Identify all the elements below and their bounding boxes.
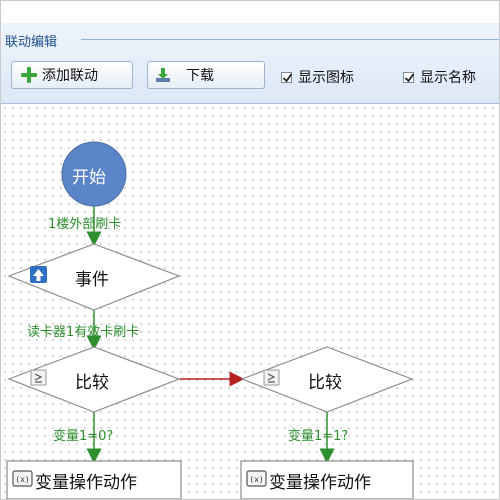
show-icons-label: 显示图标: [298, 70, 354, 86]
compare-node-left[interactable]: [7, 346, 181, 413]
start-node-label: 开始: [72, 168, 106, 188]
variable-action-icon: (x): [12, 470, 33, 487]
panel-title-divider: [81, 39, 499, 40]
show-names-label: 显示名称: [420, 70, 476, 86]
event-node[interactable]: [7, 243, 181, 311]
show-names-checkbox[interactable]: 显示名称: [403, 67, 476, 87]
start-node[interactable]: [61, 141, 127, 207]
event-node-label: 事件: [75, 270, 109, 290]
panel-title: 联动编辑: [5, 35, 58, 50]
variable-action-icon: (x): [246, 470, 267, 487]
show-icons-checkbox-box[interactable]: [281, 71, 293, 83]
linkage-edit-panel: 联动编辑 添加联动 下载 显示: [1, 23, 499, 104]
edge-label-compare-left-action: 变量1=0?: [53, 429, 114, 444]
action-left-label: 变量操作动作: [35, 473, 137, 493]
svg-text:(x): (x): [249, 475, 263, 484]
compare-right-label: 比较: [308, 373, 342, 393]
edge-label-start-event: 1楼外部刷卡: [48, 217, 122, 232]
action-right-label: 变量操作动作: [269, 473, 371, 493]
download-icon: [156, 68, 170, 82]
check-icon: [404, 72, 415, 82]
download-button[interactable]: 下载: [147, 61, 265, 89]
check-icon: [282, 72, 293, 82]
show-names-checkbox-box[interactable]: [403, 71, 415, 83]
add-linkage-button[interactable]: 添加联动: [11, 61, 133, 89]
top-strip: [1, 1, 499, 24]
compare-icon: [30, 369, 47, 386]
plus-icon: [20, 66, 38, 84]
svg-text:(x): (x): [15, 475, 29, 484]
add-linkage-label: 添加联动: [42, 68, 98, 84]
action-node-right[interactable]: [240, 460, 414, 499]
flow-diagram: (x) (x): [6, 141, 414, 499]
edge-label-compare-right-action: 变量1=1?: [288, 429, 349, 444]
compare-node-right[interactable]: [240, 346, 414, 413]
show-icons-checkbox[interactable]: 显示图标: [281, 67, 354, 87]
action-node-left[interactable]: [6, 460, 182, 499]
compare-icon: [263, 369, 280, 386]
event-trigger-icon: [30, 266, 47, 283]
compare-left-label: 比较: [75, 373, 109, 393]
download-label: 下载: [186, 68, 214, 84]
edge-label-event-compare: 读卡器1有效卡刷卡: [27, 325, 140, 340]
toolbar: 添加联动 下载 显示图标: [1, 59, 499, 99]
flow-canvas[interactable]: (x) (x) 开始 事件 比较 比较 变量操作动作 变量操作动作 1楼外部刷卡…: [1, 104, 499, 499]
